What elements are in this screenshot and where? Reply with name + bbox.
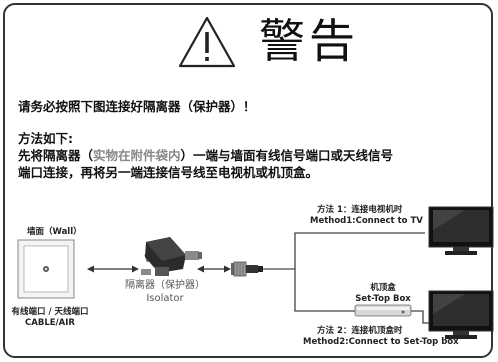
tv-method-1 <box>428 206 494 255</box>
isolator-label-en: Isolator <box>146 293 184 304</box>
wall-isolator-arrow <box>87 265 139 273</box>
method-1-label-cn: 方法 1：连接电视机时 <box>317 205 403 215</box>
method-2-label-en: Method2:Connect to Set-Top box <box>303 337 459 347</box>
set-top-box-label-cn: 机顶盒 <box>370 283 396 293</box>
warning-title: 警告 <box>259 14 359 68</box>
isolator-plug-arrow <box>197 265 231 273</box>
instruction-line-1: 先将隔离器（实物在附件袋内）一端与墙面有线信号端口或天线信号 <box>18 147 393 164</box>
method-2-label-cn: 方法 2：连接机顶盒时 <box>317 326 403 336</box>
isolator-label-cn: 隔离器（保护器） <box>125 280 205 291</box>
connection-diagram <box>17 206 494 339</box>
warning-card: 警告 请务必按照下图连接好隔离器（保护器）！ 方法如下: 先将隔离器（实物在附件… <box>3 3 495 358</box>
instruction-line-2: 端口连接，再将另一端连接信号线至电视机或机顶盒。 <box>18 165 319 180</box>
warning-header: 警告 <box>5 9 495 83</box>
instruction-accessory-note: 实物在附件袋内 <box>93 148 181 163</box>
set-top-box-label-en: Set-Top Box <box>355 294 411 304</box>
intro-text: 请务必按照下图连接好隔离器（保护器）！ <box>18 99 256 114</box>
wall-plate <box>17 239 75 299</box>
wall-port-label-cn: 有线端口 / 天线端口 <box>11 307 89 317</box>
method-heading: 方法如下: <box>18 131 73 146</box>
tv-method-2 <box>428 290 494 339</box>
warning-triangle-icon <box>178 16 236 68</box>
coax-plug <box>231 261 263 277</box>
instruction-part-2: ）一端与墙面有线信号端口或天线信号 <box>180 148 394 163</box>
wall-port-label-en: CABLE/AIR <box>25 318 75 328</box>
set-top-box <box>354 304 412 317</box>
wall-label: 墙面（Wall） <box>27 227 82 237</box>
isolator-device <box>141 237 202 276</box>
method-1-label-en: Method1:Connect to TV <box>310 216 423 226</box>
instruction-part-1: 先将隔离器（ <box>18 148 94 163</box>
